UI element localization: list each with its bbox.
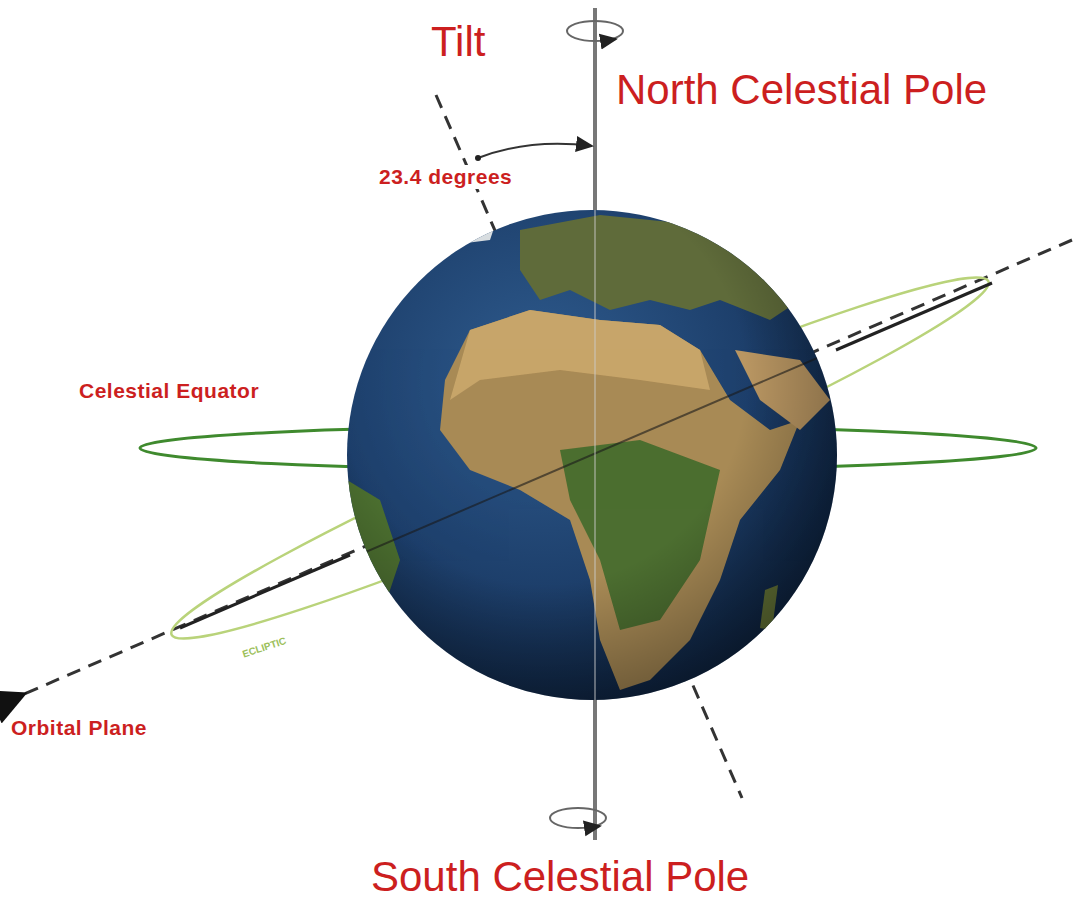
rotation-arrow [567, 21, 623, 41]
angle-arc [478, 144, 592, 158]
earth-shading [347, 210, 837, 700]
axis-label: North Celestial Pole [613, 66, 990, 114]
plane-label: Orbital Plane [8, 716, 150, 740]
circle-label: ECLIPTIC [238, 634, 291, 661]
circle-label: Celestial Equator [76, 379, 262, 403]
ecliptic-axis [836, 283, 992, 350]
angle-arc [475, 155, 481, 161]
angle-label: 23.4 degrees [376, 165, 515, 189]
earth-globe [347, 210, 837, 700]
axis-label: Tilt [428, 18, 488, 66]
polar-axis [594, 210, 596, 700]
ecliptic-axis [180, 555, 350, 628]
rotation-arrow [604, 39, 616, 41]
axis-label: South Celestial Pole [368, 853, 752, 901]
rotation-arrow [587, 826, 600, 828]
rotation-arrow [550, 808, 606, 828]
